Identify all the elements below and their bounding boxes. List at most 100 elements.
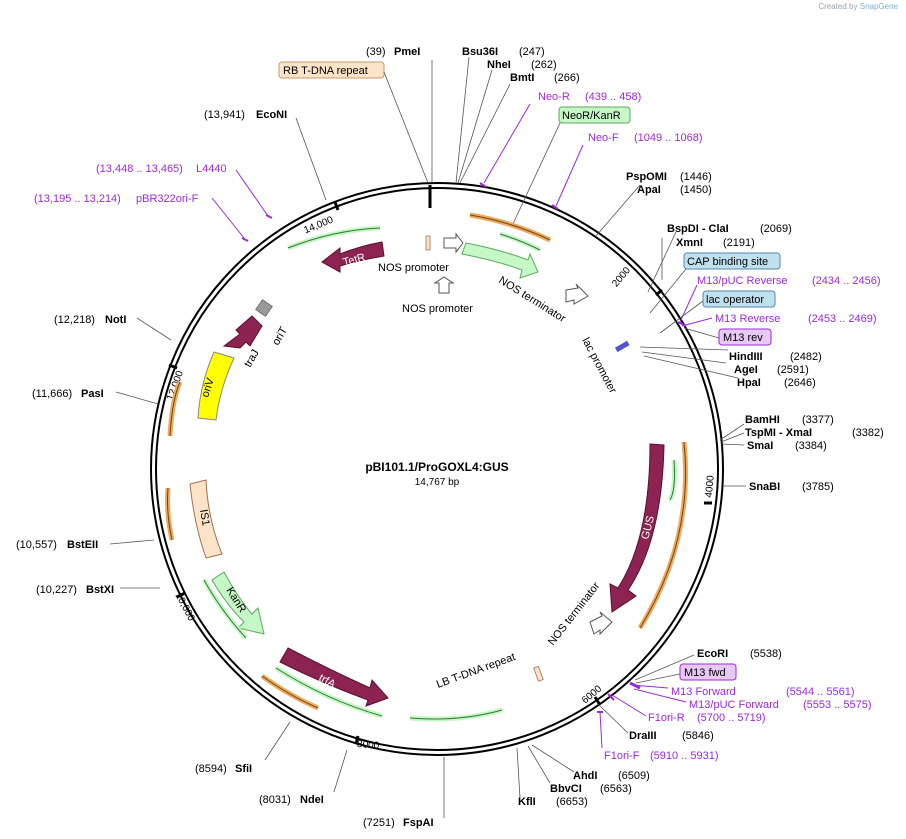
site-pos: (3377): [802, 414, 834, 426]
trfa-arrow: [279, 647, 389, 707]
gus-label: GUS: [639, 515, 657, 541]
site-pos: (10,557): [16, 539, 57, 551]
snapgene-brand: SnapGene: [859, 2, 898, 11]
is1-feature: [189, 479, 223, 559]
lac-promoter-feature: [614, 340, 630, 353]
primer-range: (2434 .. 2456): [812, 275, 881, 287]
site-name: AgeI: [734, 364, 758, 376]
primer-range: (1049 .. 1068): [634, 132, 703, 144]
site-name: NotI: [105, 314, 126, 326]
rb-repeat-label: RB T-DNA repeat: [283, 65, 368, 77]
site-name: NheI: [487, 59, 511, 71]
primer-labels: Neo-R (439 .. 458) Neo-F (1049 .. 1068) …: [34, 91, 881, 762]
lb-repeat-feature: [533, 665, 544, 682]
site-pos: (2069): [760, 223, 792, 235]
site-pos: (6653): [556, 796, 588, 808]
kanr-arrow: [211, 571, 265, 635]
site-name: PmeI: [394, 46, 420, 58]
site-pos: (2591): [777, 364, 809, 376]
primer-name: M13/pUC Reverse: [697, 275, 787, 287]
site-pos: (12,218): [54, 314, 95, 326]
site-name: EcoNI: [256, 109, 287, 121]
primer-name: Neo-F: [588, 132, 619, 144]
primer-range: (5700 .. 5719): [697, 712, 766, 724]
primer-name: pBR322ori-F: [136, 193, 199, 205]
orf-arc-trfa-1: [260, 673, 319, 711]
m13-fwd-label: M13 fwd: [684, 667, 726, 679]
site-pos: (8031): [259, 794, 291, 806]
nos-terminator-label-2: NOS terminator: [546, 580, 603, 648]
site-name: SfiI: [235, 763, 252, 775]
site-name: BbvCI: [550, 783, 582, 795]
site-pos: (5846): [682, 730, 714, 742]
site-pos: (2482): [790, 351, 822, 363]
lac-operator-label: lac operator: [706, 294, 764, 306]
site-pos: (1446): [680, 171, 712, 183]
site-name: ApaI: [637, 184, 661, 196]
site-name: HpaI: [737, 377, 761, 389]
site-name: SnaBI: [749, 481, 780, 493]
lac-promoter-label: lac promoter: [579, 336, 618, 396]
site-name: BstEII: [67, 539, 98, 551]
site-pos: (6563): [600, 783, 632, 795]
primer-name: F1ori-R: [648, 712, 685, 724]
primer-range: (13,448 .. 13,465): [96, 163, 183, 175]
site-name: NdeI: [300, 794, 324, 806]
m13-rev-label: M13 rev: [723, 332, 763, 344]
site-name: BamHI: [745, 414, 780, 426]
site-name: XmnI: [676, 237, 703, 249]
orit-label: oriT: [270, 325, 290, 348]
plasmid-length: 14,767 bp: [415, 477, 460, 488]
primer-name: M13 Reverse: [715, 313, 780, 325]
site-name: EcoRI: [697, 648, 728, 660]
nos-promoter-arrow-2: [433, 276, 455, 294]
site-name: KflI: [518, 796, 536, 808]
site-name: SmaI: [747, 440, 773, 452]
site-labels: (39) PmeI Bsu36I (247) NheI (262) BmtI (…: [16, 46, 884, 829]
primer-range: (439 .. 458): [585, 91, 641, 103]
rb-repeat-feature: [425, 235, 431, 251]
neor-kanr-label: NeoR/KanR: [562, 110, 621, 122]
site-name: BmtI: [510, 72, 534, 84]
nos-terminator-label-1: NOS terminator: [496, 274, 567, 325]
tetr-arrow: [321, 241, 385, 273]
nos-terminator-arrow-1: [565, 283, 589, 305]
primer-name: L4440: [196, 163, 227, 175]
site-name: FspAI: [403, 817, 434, 829]
site-pos: (5538): [750, 648, 782, 660]
tick-4000: 4000: [704, 475, 717, 499]
snapgene-credit: Created by SnapGene: [818, 2, 898, 11]
site-pos: (3382): [852, 427, 884, 439]
primer-name: M13 Forward: [671, 686, 736, 698]
site-pos: (2191): [723, 237, 755, 249]
site-pos: (262): [531, 59, 557, 71]
tick-8000: 8000: [357, 739, 381, 752]
primer-range: (13,195 .. 13,214): [34, 193, 121, 205]
site-name: PspOMI: [626, 171, 667, 183]
site-leaders: [109, 56, 746, 818]
nos-terminator-arrow-2: [589, 611, 613, 636]
site-pos: (7251): [363, 817, 395, 829]
plasmid-name: pBI101.1/ProGOXL4:GUS: [365, 460, 508, 474]
primer-name: F1ori-F: [604, 750, 640, 762]
backbone-outer: [150, 182, 724, 756]
boxed-labels: RB T-DNA repeat NeoR/KanR CAP binding si…: [278, 61, 781, 684]
primer-range: (5544 .. 5561): [786, 686, 855, 698]
traj-arrow: [222, 315, 263, 349]
nos-promoter-label-1: NOS promoter: [378, 262, 449, 274]
primer-leaders: [211, 103, 713, 749]
primer-range: (5910 .. 5931): [650, 750, 719, 762]
site-name: TspMI - XmaI: [745, 427, 812, 439]
site-name: Bsu36I: [462, 46, 498, 58]
primer-range: (2453 .. 2469): [808, 313, 877, 325]
primer-name: Neo-R: [538, 91, 570, 103]
nos-promoter-label-2: NOS promoter: [402, 303, 473, 315]
site-pos: (8594): [195, 763, 227, 775]
traj-label: traJ: [242, 348, 262, 370]
site-name: HindIII: [729, 351, 763, 363]
site-pos: (266): [554, 72, 580, 84]
site-pos: (1450): [680, 184, 712, 196]
tetr-label: TetR: [342, 251, 367, 268]
site-pos: (11,666): [32, 388, 72, 400]
